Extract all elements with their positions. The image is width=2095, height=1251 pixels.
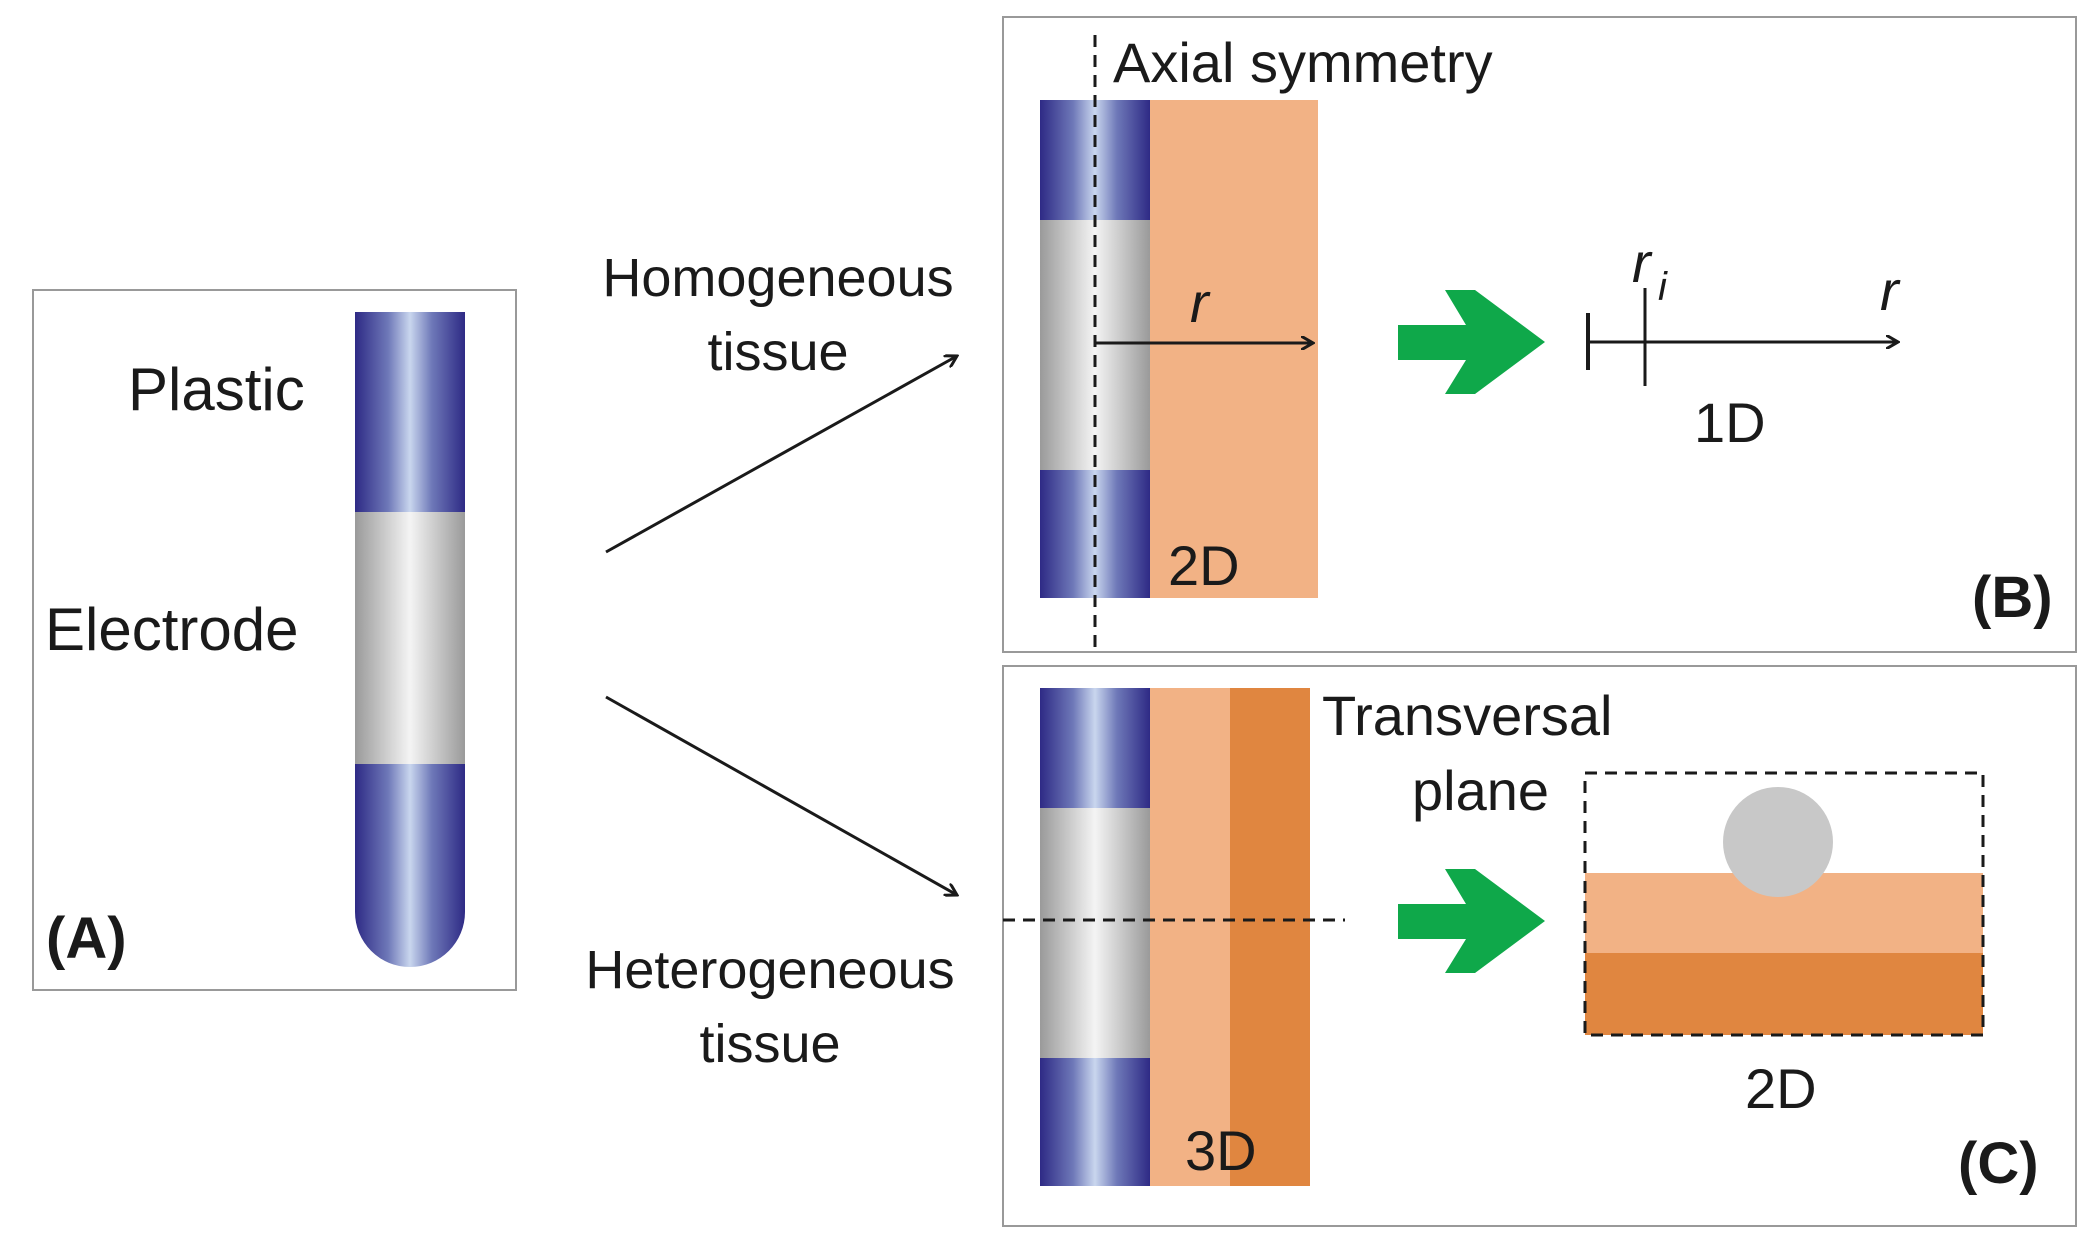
panel-b: Axial symmetry r 2D r i r 1D (B): [1002, 16, 2077, 653]
homogeneous-label-line2: tissue: [707, 322, 848, 382]
homogeneous-label-line1: Homogeneous: [602, 248, 953, 308]
green-arrow-c: [1398, 869, 1545, 973]
ri-label: r: [1632, 231, 1653, 294]
transversal-label-line2: plane: [1412, 759, 1549, 822]
electrode-label: Electrode: [45, 596, 298, 663]
plastic-band-c-top: [1040, 688, 1150, 808]
heterogeneous-label-line2: tissue: [699, 1014, 840, 1074]
transversal-label-line1: Transversal: [1322, 684, 1612, 747]
electrode-band-c: [1040, 808, 1150, 1058]
arrow-to-heterogeneous: [605, 695, 957, 895]
arrow-to-homogeneous: [605, 356, 957, 554]
tissue-homogeneous: [1150, 100, 1318, 598]
dimension-2d-b: 2D: [1168, 534, 1240, 597]
plastic-label: Plastic: [128, 356, 305, 423]
plastic-band-tip: [355, 764, 465, 967]
cross-section-tissue-dark: [1585, 953, 1983, 1035]
tissue-layer-dark: [1230, 688, 1310, 1186]
electrode-probe: [355, 312, 465, 967]
r-axis-label: r: [1880, 259, 1901, 322]
panel-a-label: (A): [46, 906, 127, 971]
panel-c-frame: [1002, 665, 2077, 1227]
axial-symmetry-title: Axial symmetry: [1113, 31, 1493, 94]
electrode-section-c: [1040, 688, 1150, 1186]
radius-label: r: [1190, 271, 1211, 334]
green-arrow-b: [1398, 290, 1545, 394]
dimension-1d: 1D: [1694, 391, 1766, 454]
cross-section-frame: [1583, 771, 1985, 1037]
one-d-axis: r i r 1D: [1586, 231, 1901, 454]
panel-c-label: (C): [1958, 1131, 2039, 1196]
cross-section-2d: 2D: [1583, 771, 1985, 1120]
panel-b-label: (B): [1972, 565, 2053, 630]
plastic-band-top: [355, 312, 465, 512]
panel-a: Plastic Electrode (A): [32, 289, 517, 991]
panel-c: 3D Transversal plane 2D (C): [1002, 665, 2077, 1227]
ri-subscript: i: [1658, 265, 1668, 309]
plastic-band-c-bottom: [1040, 1058, 1150, 1186]
panel-a-frame: [32, 289, 517, 991]
panel-b-frame: [1002, 16, 2077, 653]
dimension-3d: 3D: [1185, 1119, 1257, 1182]
electrode-band: [355, 512, 465, 764]
electrode-cross-section: [1723, 787, 1833, 897]
heterogeneous-label-line1: Heterogeneous: [585, 940, 954, 1000]
tissue-layer-light: [1150, 688, 1230, 1186]
dimension-2d-c: 2D: [1745, 1057, 1817, 1120]
